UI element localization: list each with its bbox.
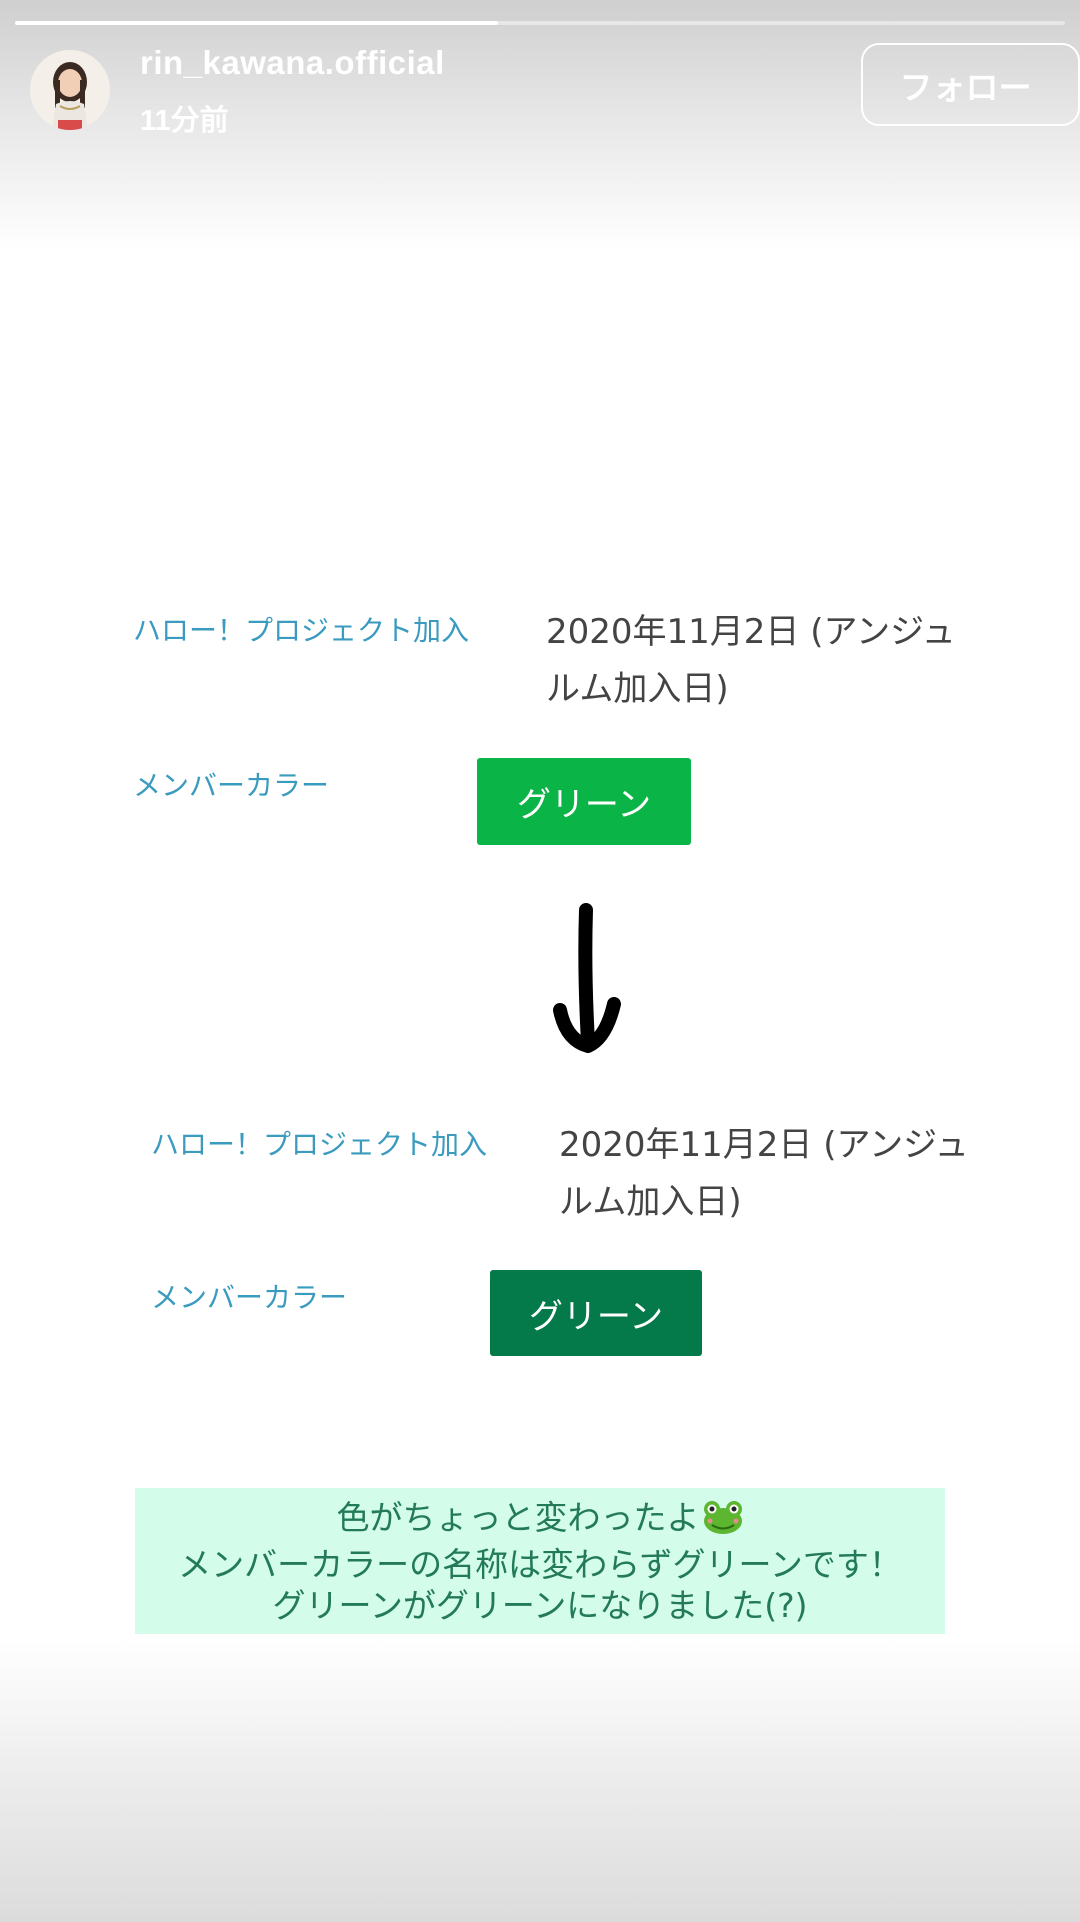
- join-date-before-line2: ルム加入日): [546, 669, 729, 709]
- frog-icon: [702, 1499, 744, 1544]
- caption-line-2: メンバーカラーの名称は変わらずグリーンです！: [178, 1544, 902, 1584]
- follow-button[interactable]: フォロー: [861, 43, 1080, 126]
- username[interactable]: rin_kawana.official: [140, 44, 445, 81]
- caption-box: 色がちょっと変わったよ メンバーカラーの名称は変わらずグリーンです！ グリーンが…: [135, 1488, 945, 1634]
- story-progress-fill: [15, 21, 498, 25]
- down-arrow-icon: [553, 903, 621, 1053]
- post-timestamp: 11分前: [140, 105, 229, 137]
- color-chip-after: グリーン: [490, 1270, 702, 1356]
- join-date-after-line1: 2020年11月2日 (アンジュ: [559, 1125, 969, 1165]
- join-date-before: 2020年11月2日 (アンジュ ルム加入日): [546, 604, 956, 718]
- join-label-before: ハロー！プロジェクト加入: [133, 614, 470, 647]
- bottom-shade: [0, 1640, 1080, 1922]
- caption-line-3: グリーンがグリーンになりました(?): [272, 1585, 808, 1625]
- story-progress-bar: [15, 21, 1065, 25]
- join-date-before-line1: 2020年11月2日 (アンジュ: [546, 612, 956, 652]
- color-label-after: メンバーカラー: [151, 1281, 348, 1314]
- caption-line-1: 色がちょっと変わったよ: [337, 1497, 744, 1544]
- caption-line-1-text: 色がちょっと変わったよ: [336, 1497, 700, 1537]
- join-label-after: ハロー！プロジェクト加入: [151, 1128, 488, 1161]
- color-chip-before: グリーン: [477, 758, 691, 845]
- avatar[interactable]: [30, 50, 110, 130]
- join-date-after: 2020年11月2日 (アンジュ ルム加入日): [559, 1117, 969, 1231]
- avatar-image: [30, 50, 110, 130]
- color-label-before: メンバーカラー: [133, 769, 330, 802]
- join-date-after-line2: ルム加入日): [559, 1182, 742, 1222]
